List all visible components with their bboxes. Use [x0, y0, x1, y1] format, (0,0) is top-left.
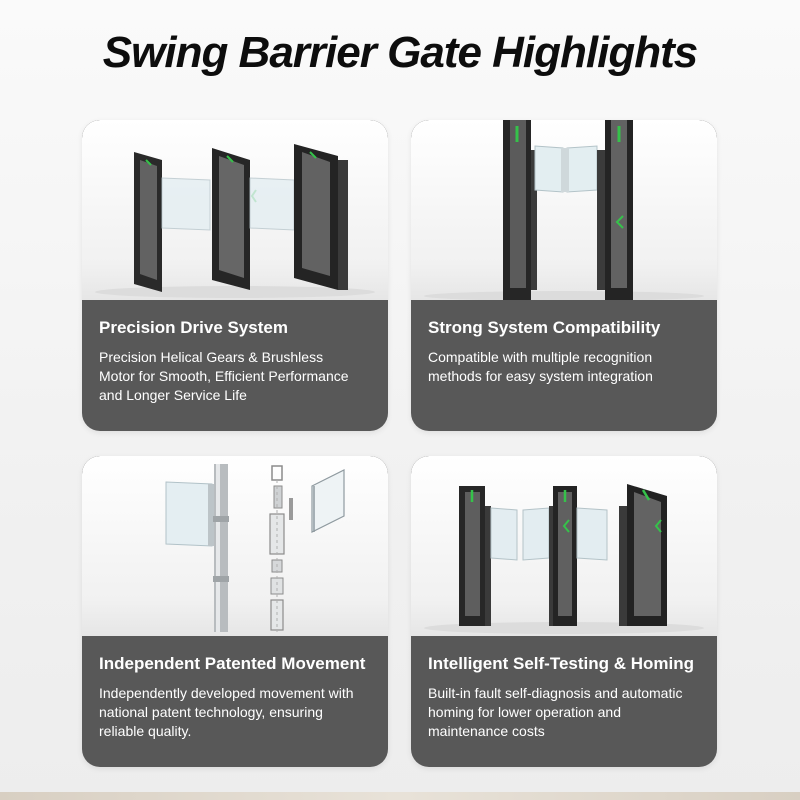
card-description-line: Motor for Smooth, Efficient Performance: [99, 368, 349, 384]
feature-card-precision-drive: Precision Drive System Precision Helical…: [82, 120, 388, 431]
card-description-line: Built-in fault self-diagnosis and automa…: [428, 685, 683, 701]
card-description-line: reliable quality.: [99, 723, 192, 739]
feature-card-compatibility: Strong System Compatibility Compatible w…: [411, 120, 717, 431]
card-heading: Precision Drive System: [99, 318, 288, 337]
card-heading: Independent Patented Movement: [99, 654, 366, 673]
page-title: Swing Barrier Gate Highlights: [102, 28, 698, 77]
card-description-line: Compatible with multiple recognition: [428, 349, 653, 365]
card-description: Compatible with multiple recognition met…: [428, 348, 708, 386]
card-description-line: and Longer Service Life: [99, 387, 247, 403]
card-heading: Strong System Compatibility: [428, 318, 661, 337]
feature-card-patented-movement: Independent Patented Movement Independen…: [82, 456, 388, 767]
card-description-line: maintenance costs: [428, 723, 545, 739]
three-swing-gates-image: [82, 120, 388, 300]
card-description: Independently developed movement with na…: [99, 684, 379, 741]
exploded-movement-image: [82, 456, 388, 636]
card-heading: Intelligent Self-Testing & Homing: [428, 654, 695, 673]
card-description-line: homing for lower operation and: [428, 704, 622, 720]
bottom-decorative-strip: [0, 792, 800, 800]
card-description: Precision Helical Gears & Brushless Moto…: [99, 348, 379, 405]
card-description: Built-in fault self-diagnosis and automa…: [428, 684, 708, 741]
gate-lanes-image: [411, 456, 717, 636]
card-description-line: methods for easy system integration: [428, 368, 653, 384]
card-description-line: Independently developed movement with: [99, 685, 354, 701]
card-description-line: Precision Helical Gears & Brushless: [99, 349, 324, 365]
card-description-line: national patent technology, ensuring: [99, 704, 323, 720]
feature-card-self-testing: Intelligent Self-Testing & Homing Built-…: [411, 456, 717, 767]
gate-close-up-image: [411, 120, 717, 300]
